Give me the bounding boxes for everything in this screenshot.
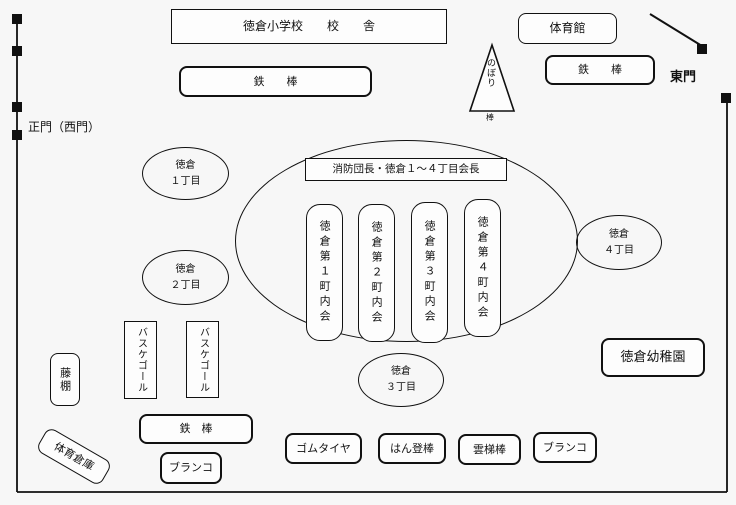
swing-bottom-left: ブランコ: [160, 452, 222, 484]
fence-post-west-4: [12, 130, 22, 140]
iron-bars-top-right: 鉄 棒: [545, 55, 655, 85]
main-gate-label: 正門（西門）: [28, 120, 101, 134]
nobori-pole-triangle: [468, 42, 516, 112]
nobori-pole-label: のぼり: [485, 58, 495, 88]
swing-bottom-right: ブランコ: [533, 432, 597, 463]
fence-post-east-2: [721, 93, 731, 103]
fence-post-west-3: [12, 102, 22, 112]
climbing-bars-label: はん登棒: [390, 441, 434, 455]
iron-bars-bottom: 鉄 棒: [139, 414, 253, 444]
district-area-4: 徳倉 ４丁目: [576, 215, 662, 270]
gymnasium-label: 体育館: [549, 21, 586, 36]
school-building-label: 徳倉小学校 校 舎: [242, 19, 375, 34]
iron-bars-bottom-label: 鉄 棒: [179, 422, 213, 436]
tire-play: ゴムタイヤ: [285, 433, 362, 464]
neighborhood-post-4-label: 徳倉第４町内会: [476, 215, 490, 321]
swing-bottom-left-label: ブランコ: [169, 461, 213, 475]
district-area-3: 徳倉 ３丁目: [358, 353, 444, 407]
monkey-bars: 雲梯棒: [458, 434, 521, 465]
climbing-bars: はん登棒: [378, 433, 446, 464]
district-area-3-label: 徳倉 ３丁目: [386, 366, 416, 393]
basketball-goal-2-label: バスケゴール: [197, 326, 209, 393]
gymnasium: 体育館: [518, 13, 617, 44]
basketball-goal-1-label: バスケゴール: [135, 327, 147, 393]
neighborhood-post-4: 徳倉第４町内会: [464, 199, 501, 337]
officials-label: 消防団長・徳倉１～４丁目会長: [332, 163, 480, 176]
iron-bars-top-right-label: 鉄 棒: [578, 63, 622, 77]
east-gate-label: 東門: [670, 70, 697, 85]
iron-bars-top-left: 鉄 棒: [179, 66, 372, 97]
district-area-4-label: 徳倉 ４丁目: [604, 228, 634, 256]
neighborhood-post-2: 徳倉第２町内会: [358, 204, 395, 342]
gym-storage: 体育倉庫: [35, 426, 113, 487]
school-building: 徳倉小学校 校 舎: [171, 9, 447, 44]
wisteria-trellis: 藤棚: [50, 353, 80, 406]
officials-box: 消防団長・徳倉１～４丁目会長: [305, 158, 507, 181]
wisteria-trellis-label: 藤棚: [58, 366, 72, 393]
district-area-2-label: 徳倉 ２丁目: [170, 263, 201, 291]
district-area-2: 徳倉 ２丁目: [142, 250, 229, 305]
kindergarten-label: 徳倉幼稚園: [620, 349, 686, 365]
district-area-1: 徳倉 １丁目: [142, 147, 229, 200]
kindergarten: 徳倉幼稚園: [601, 338, 705, 377]
iron-bars-top-left-label: 鉄 棒: [253, 74, 298, 88]
swing-bottom-right-label: ブランコ: [543, 440, 587, 454]
neighborhood-post-2-label: 徳倉第２町内会: [370, 220, 384, 326]
neighborhood-post-1-label: 徳倉第１町内会: [318, 220, 332, 325]
neighborhood-post-3-label: 徳倉第３町内会: [423, 220, 437, 325]
fence-post-east-1: [697, 44, 707, 54]
neighborhood-post-1: 徳倉第１町内会: [306, 204, 343, 341]
gym-storage-label: 体育倉庫: [51, 439, 97, 474]
tire-play-label: ゴムタイヤ: [296, 441, 351, 455]
basketball-goal-2: バスケゴール: [186, 321, 219, 398]
fence-post-west-1: [12, 14, 22, 24]
monkey-bars-label: 雲梯棒: [473, 442, 506, 456]
neighborhood-post-3: 徳倉第３町内会: [411, 202, 448, 343]
fence-post-west-2: [12, 46, 22, 56]
basketball-goal-1: バスケゴール: [124, 321, 157, 399]
nobori-pole-caption: 棒: [486, 113, 494, 122]
district-area-1-label: 徳倉 １丁目: [170, 159, 201, 187]
